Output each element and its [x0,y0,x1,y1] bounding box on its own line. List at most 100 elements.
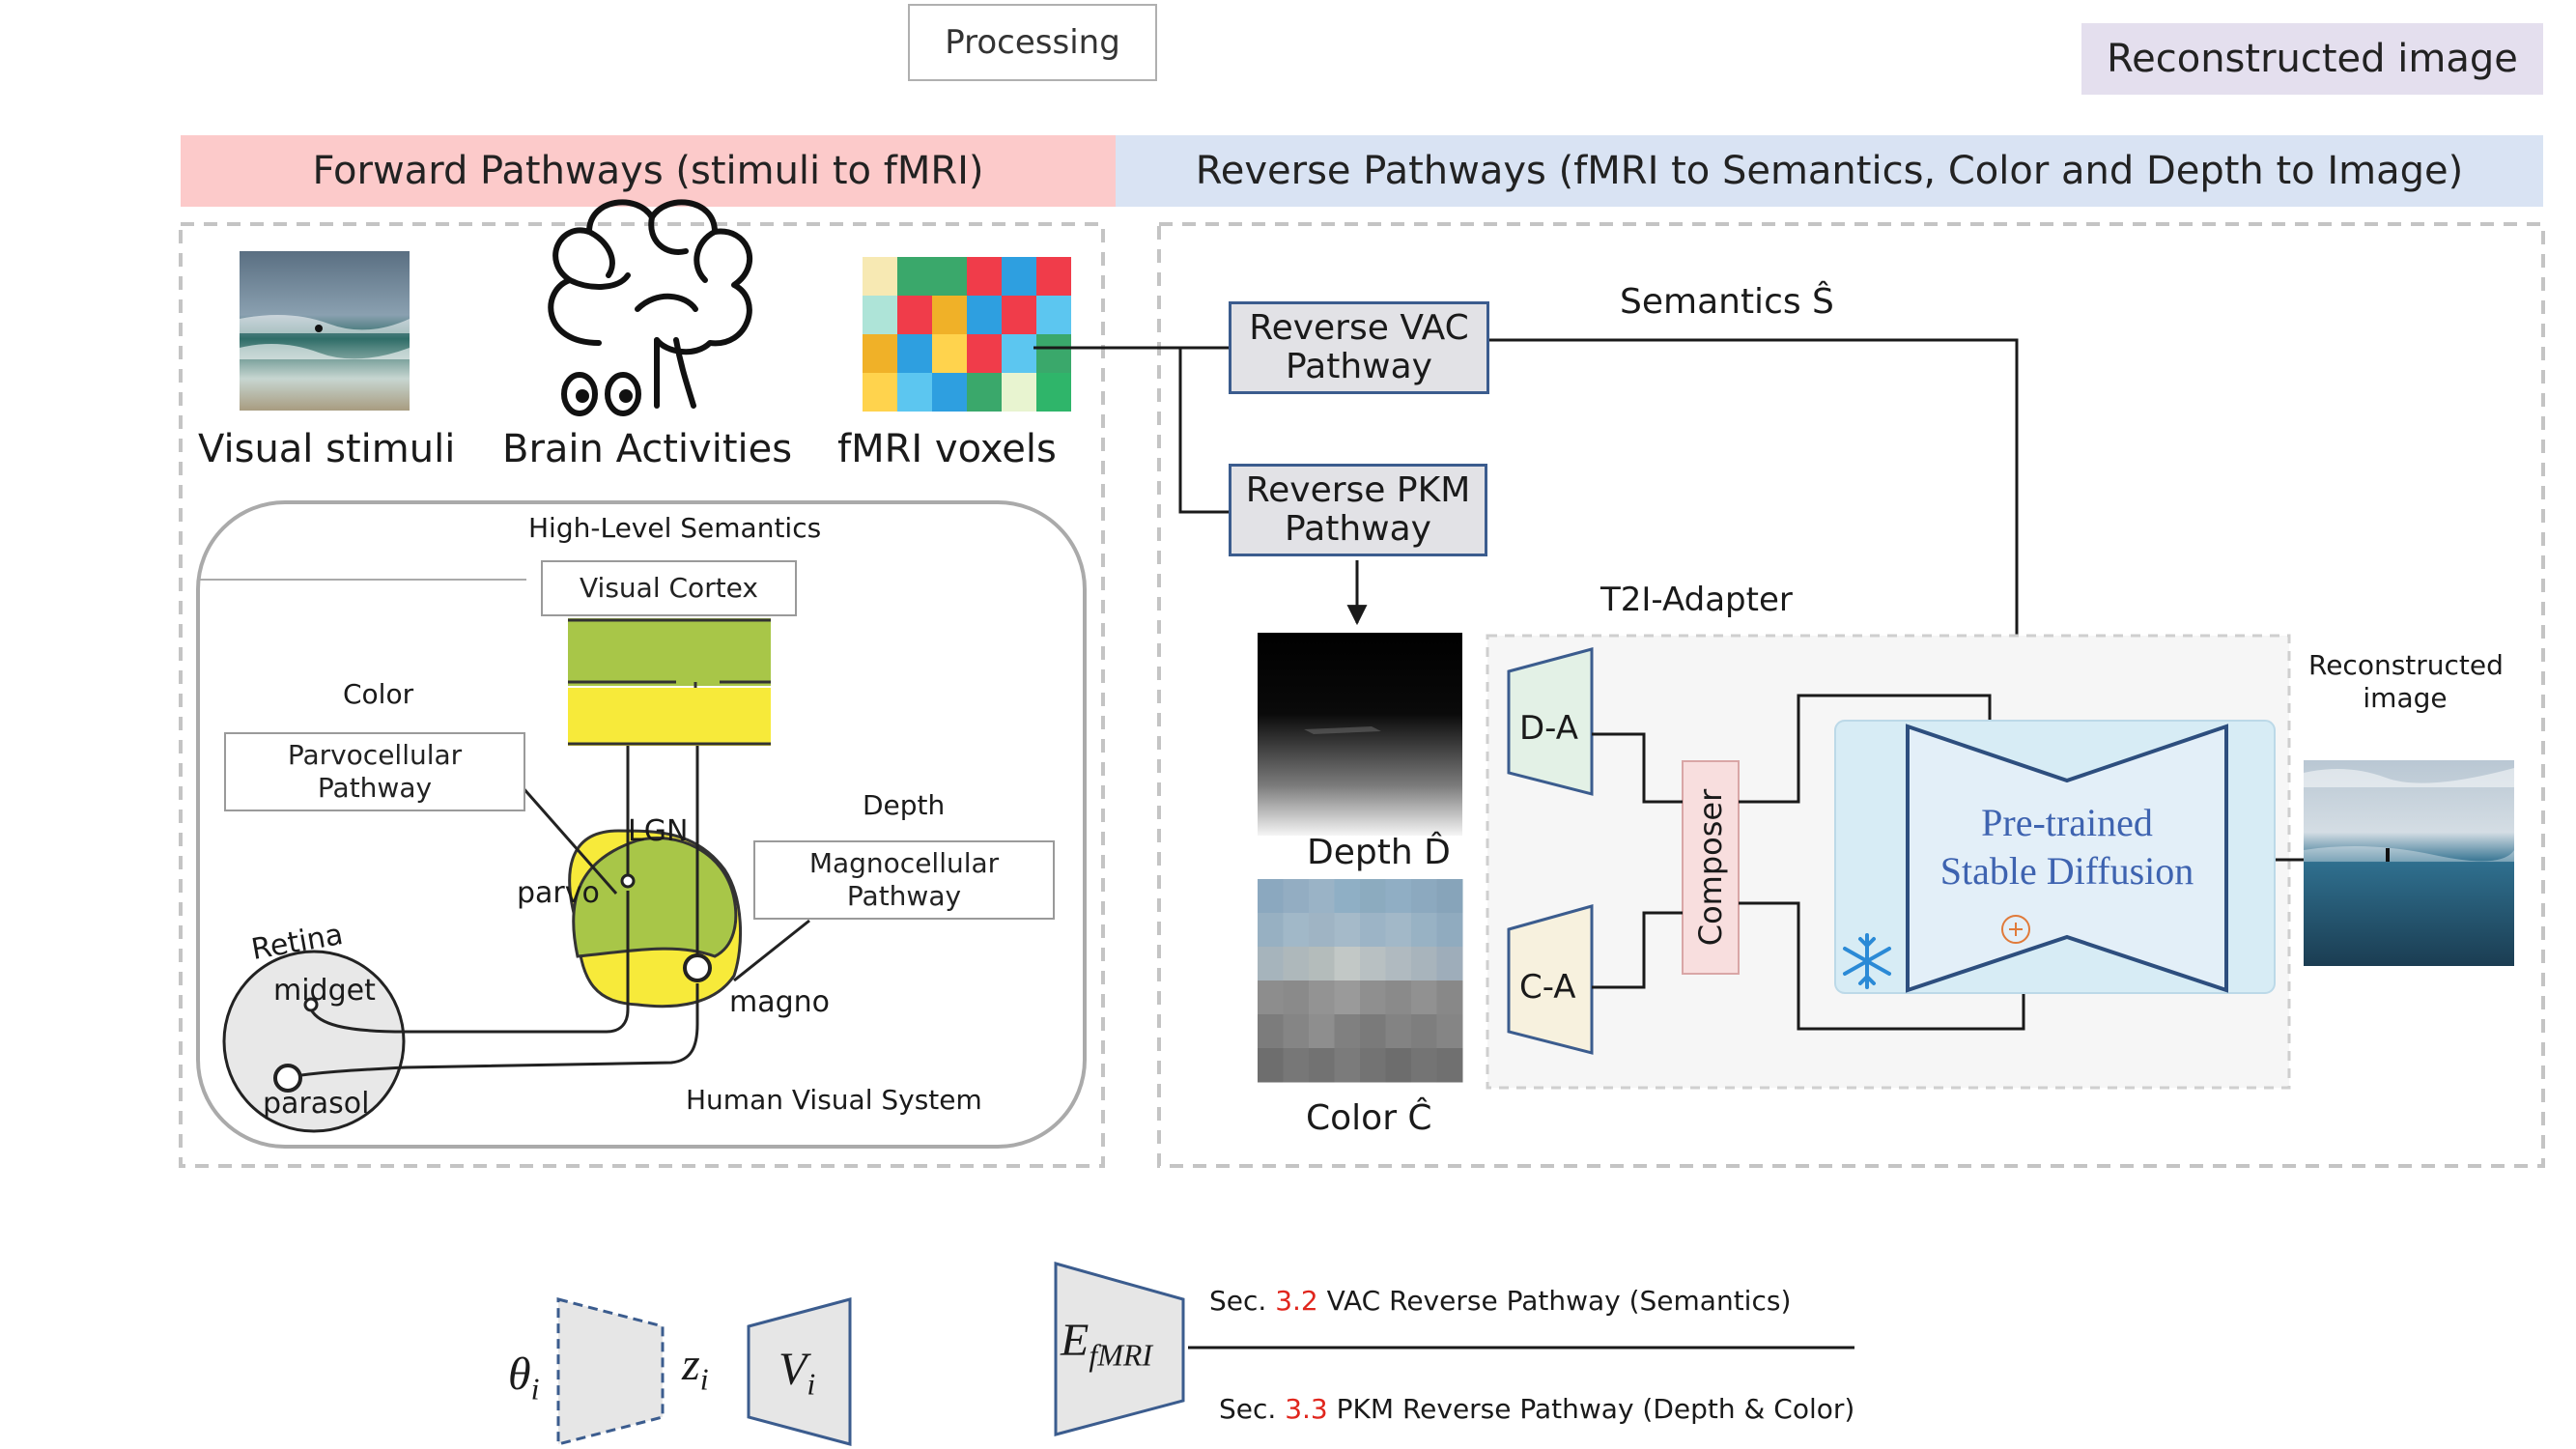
color-mosaic-cell [1334,980,1361,1015]
color-mosaic-cell [1360,980,1386,1015]
legend-v: Vi [778,1344,816,1402]
color-mosaic-cell [1309,980,1335,1015]
color-mosaic-cell [1334,1014,1361,1049]
reverse-vac-pathway-label: Reverse VAC Pathway [1249,308,1469,386]
legend-v-trapezoid [747,1297,852,1446]
voxel-cell [932,334,967,373]
voxel-cell [1002,373,1036,412]
color-mosaic-cell [1334,879,1361,914]
color-mosaic-cell [1283,1014,1310,1049]
vac-to-sd-semantics-line [1487,338,2027,756]
magno-label: magno [729,985,831,1019]
stable-diffusion-hourglass [1906,724,2228,993]
stable-diffusion-line1: Pre-trained [1981,801,2153,844]
reconstructed-image [2304,760,2514,966]
magnocellular-pathway-label: Magnocellular Pathway [808,847,1000,912]
sec-vac-number: 3.2 [1275,1285,1318,1317]
color-mosaic-cell [1360,913,1386,948]
voxel-cell [1036,373,1071,412]
color-mosaic-cell [1258,879,1284,914]
human-visual-system-label: Human Visual System [686,1084,982,1116]
semantics-label: Semantics Ŝ [1620,282,1834,322]
color-adapter-shape [1507,904,1594,1055]
visual-cortex-label: Visual Cortex [580,572,758,604]
color-mosaic-cell [1411,980,1437,1015]
color-mosaic-cell [1385,1014,1412,1049]
color-mosaic-cell [1360,1014,1386,1049]
forward-frame [179,222,1105,1168]
color-mosaic-cell [1283,913,1310,948]
voxel-cell [1036,296,1071,334]
reconstructed-image-text: Reconstructed image [2308,649,2504,714]
color-mosaic-cell [1360,1048,1386,1083]
color-mosaic-cell [1309,879,1335,914]
color-mosaic-cell [1436,980,1463,1015]
reverse-frame [1157,222,2545,1168]
voxel-cell [967,296,1002,334]
color-mosaic-cell [1334,1048,1361,1083]
fmri-to-pkm-line [1178,348,1229,514]
retina-circle [222,950,406,1133]
fmri-voxels-label: fMRI voxels [837,427,1057,471]
color-mosaic-cell [1309,1014,1335,1049]
color-mosaic-cell [1283,947,1310,981]
voxel-cell [932,257,967,296]
forward-pathways-header: Forward Pathways (stimuli to fMRI) [181,135,1116,207]
voxel-cell [1002,334,1036,373]
visual-cortex-green [568,618,771,686]
color-mosaic-cell [1258,980,1284,1015]
midget-wire [309,891,630,1034]
reconstructed-image-label: Reconstructed image [2308,649,2504,715]
voxel-cell [897,373,932,412]
color-mosaic-cell [1411,1014,1437,1049]
sec-pkm-number: 3.3 [1285,1393,1328,1425]
brain-eye-right [619,389,633,403]
color-mosaic-cell [1283,980,1310,1015]
parvo-pathway-leader [521,786,618,895]
plus-icon [2001,915,2030,944]
magnocellular-pathway-box: Magnocellular Pathway [753,840,1055,920]
color-map-image [1258,879,1463,1083]
legend-z: zi [682,1339,709,1397]
voxel-cell [897,296,932,334]
parasol-label: parasol [263,1087,370,1121]
color-mosaic-cell [1385,1048,1412,1083]
voxel-cell [1036,257,1071,296]
depth-label: Depth [863,789,946,821]
color-mosaic-cell [1360,947,1386,981]
magno-pathway-leader [733,919,810,982]
color-mosaic-cell [1334,913,1361,948]
voxel-cell [967,373,1002,412]
visual-stimuli-label: Visual stimuli [198,427,456,471]
color-mosaic-cell [1411,913,1437,948]
color-mosaic-cell [1258,1048,1284,1083]
hvs-frame [196,500,1087,1149]
voxel-cell [932,296,967,334]
legend-sec-vac: Sec. 3.2 VAC Reverse Pathway (Semantics) [1209,1285,1792,1317]
legend-theta-trapezoid [556,1297,665,1446]
lgn-label: LGN [628,814,689,848]
color-mosaic-cell [1436,879,1463,914]
t2i-adapter-label: T2I-Adapter [1600,581,1793,619]
visual-cortex-box: Visual Cortex [541,560,797,616]
reverse-pkm-pathway-label: Reverse PKM Pathway [1245,470,1471,549]
depth-output-label: Depth D̂ [1307,833,1451,872]
color-adapter-label: C-A [1519,968,1576,1007]
reconstructed-tag-label: Reconstructed image [2107,37,2518,81]
color-mosaic-cell [1436,913,1463,948]
visual-stimuli-image [240,251,410,411]
stable-diffusion-line2: Stable Diffusion [1939,849,2194,893]
parasol-wire [287,983,699,1079]
composer-label: Composer [1692,788,1729,947]
voxel-cell [897,334,932,373]
color-mosaic-cell [1360,879,1386,914]
brain-eye-left [576,389,589,403]
processing-label: Processing [945,23,1120,62]
lgn-shape [568,829,742,1009]
color-mosaic-cell [1258,947,1284,981]
legend-e-fmri: EfMRI [1061,1315,1153,1373]
depth-map-image [1258,633,1462,836]
snowflake-icon [1843,933,1891,989]
color-mosaic-cell [1411,1048,1437,1083]
